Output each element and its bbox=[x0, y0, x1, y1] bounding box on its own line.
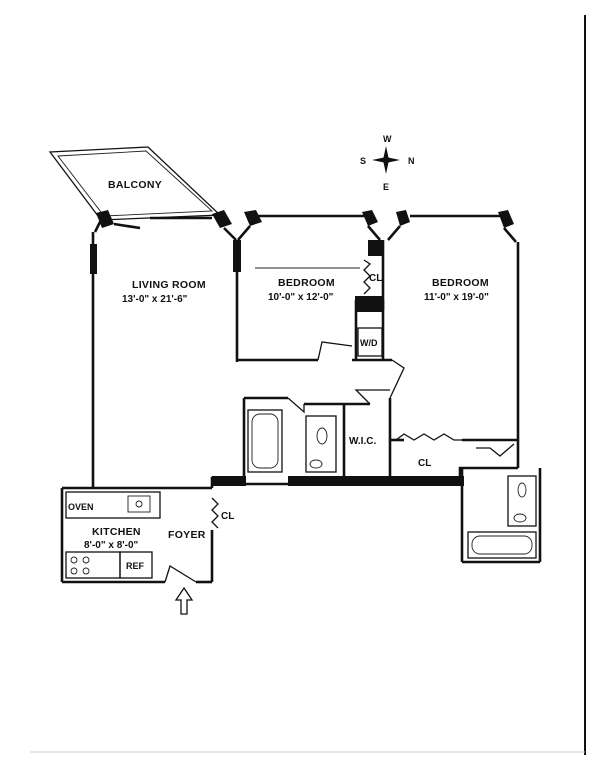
compass-rose: N S W E bbox=[360, 134, 415, 192]
living-room-dimensions: 13'-0" x 21'-6" bbox=[122, 294, 188, 305]
doors bbox=[164, 259, 515, 583]
compass-north-label: N bbox=[408, 156, 415, 166]
entry-arrow-icon bbox=[174, 586, 194, 615]
bedroom-2-label: BEDROOM bbox=[432, 277, 489, 289]
bedroom-1-label: BEDROOM bbox=[278, 277, 335, 289]
balcony-label: BALCONY bbox=[108, 179, 162, 191]
compass-south-label: S bbox=[360, 156, 366, 166]
bedroom-2-dimensions: 11'-0" x 19'-0" bbox=[424, 292, 489, 303]
compass-west-label: W bbox=[383, 134, 392, 144]
wic-label: W.I.C. bbox=[349, 436, 376, 447]
fixtures bbox=[65, 267, 537, 579]
exterior-walls bbox=[60, 210, 542, 584]
foyer-label: FOYER bbox=[168, 529, 206, 541]
kitchen-label: KITCHEN bbox=[92, 526, 141, 538]
compass-east-label: E bbox=[383, 182, 389, 192]
living-room-label: LIVING ROOM bbox=[132, 279, 206, 291]
refrigerator-label: REF bbox=[126, 561, 145, 571]
oven-label: OVEN bbox=[68, 502, 94, 512]
bedroom-1-dimensions: 10'-0" x 12'-0" bbox=[268, 292, 334, 303]
bedroom-2-closet-label: CL bbox=[418, 458, 431, 469]
washer-dryer-label: W/D bbox=[360, 338, 378, 348]
foyer-closet-label: CL bbox=[221, 511, 234, 522]
bedroom-1-closet-label: CL bbox=[369, 273, 382, 284]
kitchen-dimensions: 8'-0" x 8'-0" bbox=[84, 540, 139, 551]
